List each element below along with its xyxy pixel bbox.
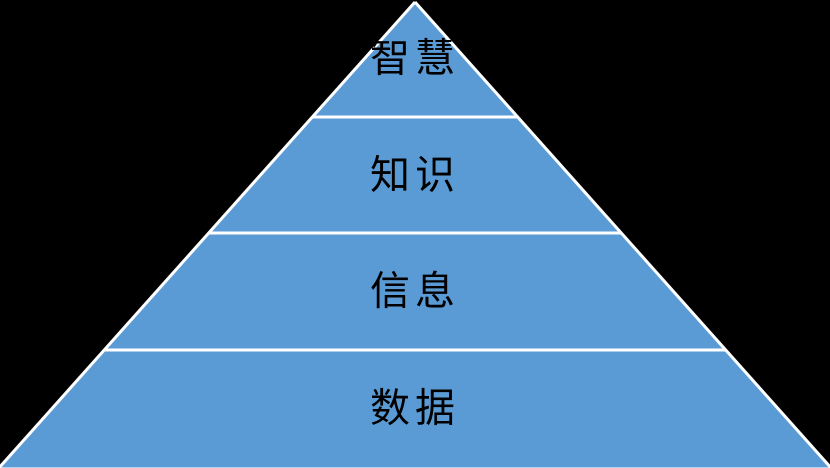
- pyramid-left-edge: [0, 1, 417, 468]
- level-label-data: 数据: [370, 386, 460, 431]
- level-label-knowledge: 知识: [370, 153, 460, 198]
- level-label-wisdom: 智慧: [370, 36, 460, 81]
- pyramid-right-edge: [413, 1, 830, 468]
- level-label-information: 信息: [370, 269, 460, 314]
